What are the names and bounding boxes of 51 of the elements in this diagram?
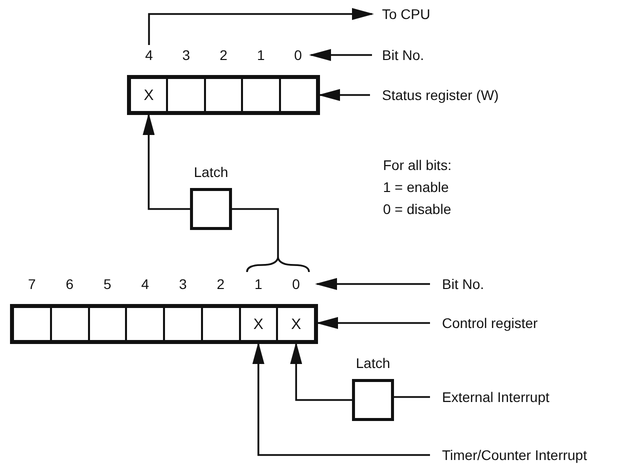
bit-number: 3 — [178, 276, 188, 292]
register-label: External Interrupt — [442, 389, 582, 405]
register-label: Bit No. — [382, 47, 442, 63]
arrow — [309, 49, 372, 61]
latch-label: Latch — [354, 355, 392, 371]
arrow — [315, 278, 430, 290]
bit-number: 3 — [181, 47, 191, 63]
bit-number: 5 — [102, 276, 112, 292]
bit-cell — [88, 307, 126, 341]
register-label: Timer/Counter Interrupt — [442, 447, 612, 463]
bit-number: 2 — [218, 47, 228, 63]
curly-brace — [246, 258, 310, 272]
arrow — [142, 113, 190, 210]
latch-label: Latch — [192, 164, 230, 180]
note-text: For all bits: — [383, 157, 452, 173]
bit-number: 6 — [64, 276, 75, 292]
arrow — [318, 89, 370, 101]
bit-cell: X — [277, 307, 315, 341]
register-label: 0 — [289, 276, 303, 292]
bit-number: 4 — [142, 47, 156, 63]
register-label: To CPU — [382, 6, 442, 22]
bit-cell — [202, 307, 240, 341]
bit-number: 1 — [256, 47, 266, 63]
bit-number: 7 — [26, 276, 37, 292]
register-label: 0 — [291, 47, 305, 63]
bit-cell — [13, 307, 51, 341]
register-box — [10, 304, 318, 344]
bit-cell — [164, 307, 202, 341]
note-text: 0 = disable — [383, 201, 452, 217]
note-text: 1 = enable — [383, 179, 450, 195]
bit-number: 2 — [216, 276, 226, 292]
arrow — [316, 317, 430, 329]
arrow — [252, 342, 430, 456]
connector-line — [232, 208, 279, 258]
bit-cell — [50, 307, 88, 341]
bit-number: 1 — [253, 276, 264, 292]
register-label: Control register — [442, 315, 562, 331]
bit-cell: X — [130, 78, 168, 112]
bit-cell — [167, 78, 205, 112]
bit-cell — [280, 78, 317, 112]
register-box — [127, 75, 320, 115]
connector-line — [394, 396, 430, 398]
bit-cell: X — [240, 307, 278, 341]
bit-cell — [126, 307, 164, 341]
arrow — [148, 8, 374, 45]
register-label: Status register (W) — [382, 87, 522, 103]
bit-cell — [204, 78, 242, 112]
bit-cell — [242, 78, 280, 112]
arrow — [290, 342, 352, 401]
bit-number: 4 — [140, 276, 150, 292]
register-label: Bit No. — [442, 276, 502, 292]
